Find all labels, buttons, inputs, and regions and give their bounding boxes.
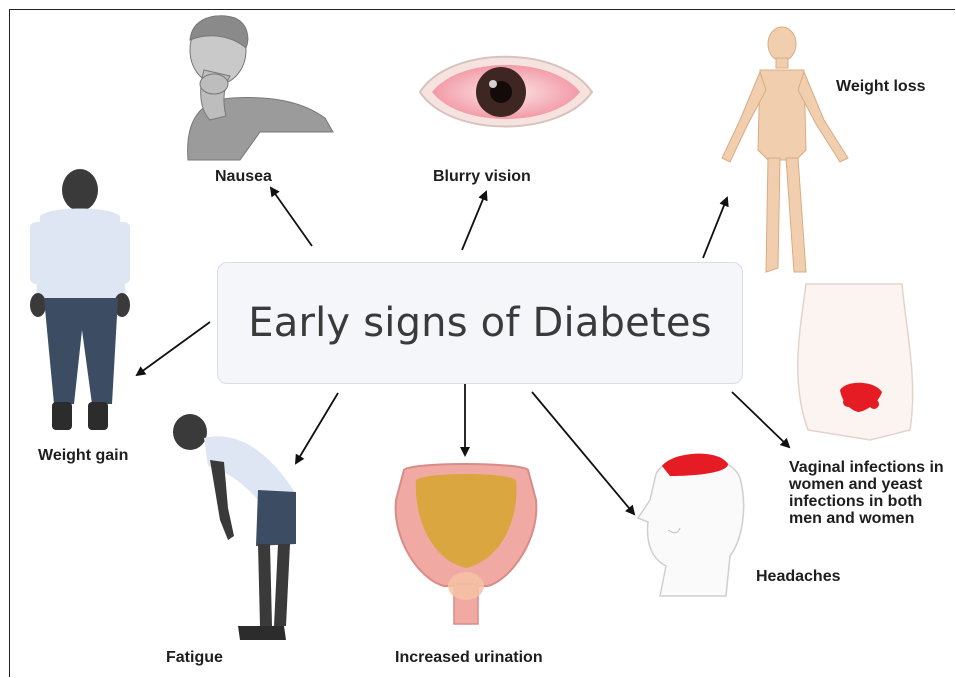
- pelvis-infection-icon: [798, 284, 913, 440]
- arrow-nausea: [271, 188, 312, 246]
- label-vaginal-infections: Vaginal infections in women and yeast in…: [789, 459, 949, 527]
- label-headaches: Headaches: [756, 568, 841, 586]
- center-title-box: Early signs of Diabetes: [217, 262, 743, 384]
- thin-body-icon: [722, 27, 848, 272]
- label-fatigue: Fatigue: [166, 649, 223, 667]
- nausea-person-icon: [188, 16, 333, 160]
- overweight-person-icon: [30, 169, 130, 430]
- red-eye-icon: [420, 57, 592, 127]
- bladder-icon: [396, 464, 537, 624]
- label-weight-loss: Weight loss: [836, 78, 926, 96]
- arrow-blurry-vision: [462, 192, 486, 250]
- arrow-weight-gain: [137, 322, 210, 375]
- arrow-headaches: [532, 392, 634, 514]
- headache-head-icon: [638, 454, 744, 596]
- label-increased-urination: Increased urination: [395, 649, 543, 667]
- label-nausea: Nausea: [215, 168, 272, 186]
- tired-person-icon: [173, 414, 296, 640]
- diagram-title: Early signs of Diabetes: [248, 300, 711, 346]
- arrow-fatigue: [296, 393, 338, 463]
- label-blurry-vision: Blurry vision: [433, 168, 531, 186]
- arrow-weight-loss: [703, 198, 727, 258]
- label-weight-gain: Weight gain: [38, 447, 128, 465]
- arrow-vaginal: [732, 392, 789, 447]
